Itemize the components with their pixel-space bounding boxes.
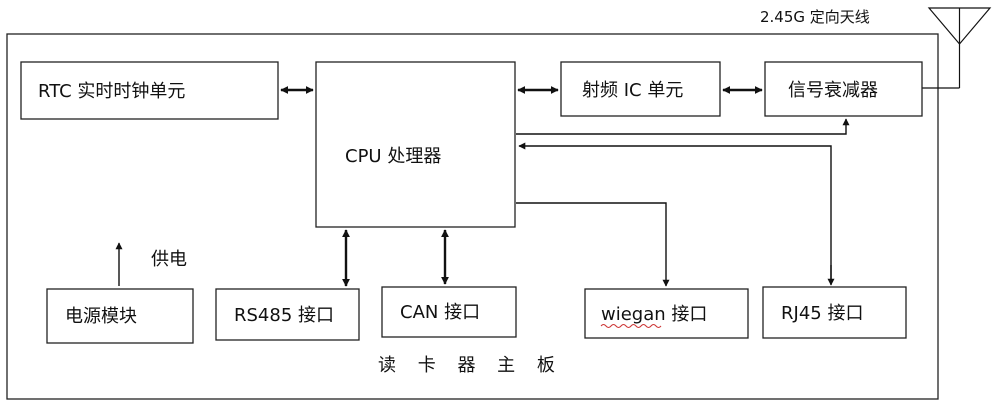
- spellcheck-underline: [600, 324, 662, 328]
- attenuator-block: 信号衰减器: [764, 61, 923, 117]
- power-module-block: 电源模块: [46, 288, 194, 344]
- rf-ic-block: 射频 IC 单元: [560, 61, 721, 117]
- cpu-block: CPU 处理器: [315, 61, 516, 228]
- power-module-block-label: 电源模块: [65, 306, 137, 327]
- rf-ic-block-label: 射频 IC 单元: [582, 80, 683, 101]
- rtc-block-label: RTC 实时时钟单元: [38, 81, 185, 102]
- antenna-label: 2.45G 定向天线: [760, 8, 870, 26]
- cpu-wiegan-line: [516, 202, 670, 287]
- wiegan-block-label: wiegan 接口: [601, 304, 707, 325]
- cpu-block-label: CPU 处理器: [345, 146, 441, 167]
- rj45-block: RJ45 接口: [762, 286, 907, 339]
- rj45-block-label: RJ45 接口: [781, 303, 863, 324]
- board-label: 读 卡 器 主 板: [378, 355, 563, 376]
- antenna-icon: [922, 7, 992, 89]
- cpu-attenuator-control-line: [516, 118, 850, 135]
- rtc-block: RTC 实时时钟单元: [20, 61, 279, 120]
- rs485-block-label: RS485 接口: [234, 305, 334, 326]
- rj45-cpu-line: [518, 142, 832, 284]
- reader-mainboard-frame: [6, 33, 939, 400]
- can-block: CAN 接口: [381, 286, 517, 338]
- attenuator-block-label: 信号衰减器: [788, 80, 878, 101]
- wiegan-block: wiegan 接口: [584, 288, 749, 339]
- rs485-block: RS485 接口: [215, 288, 360, 341]
- can-block-label: CAN 接口: [400, 302, 480, 323]
- power-supply-label: 供电: [151, 249, 187, 270]
